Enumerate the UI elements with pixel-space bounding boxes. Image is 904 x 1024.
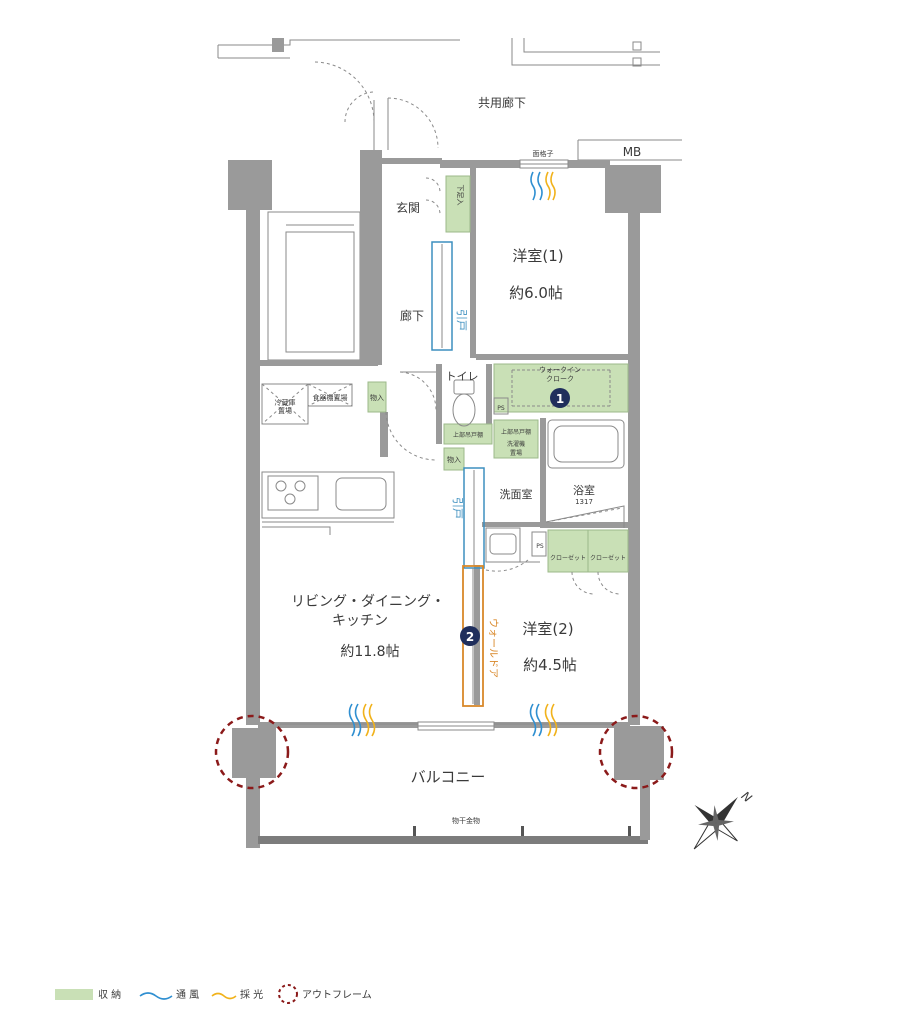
badge-one-text: 1 [556, 392, 564, 406]
balcony-label: バルコニー [411, 768, 486, 786]
ldk-size: 約11.8帖 [340, 644, 399, 660]
common-corridor-label: 共用廊下 [478, 95, 526, 110]
legend-ventilation-icon [139, 992, 173, 1000]
western-room-1-label: 洋室(1) [512, 247, 563, 265]
bottom-windows [280, 721, 612, 731]
kitchen-counter [261, 471, 395, 535]
western-room-2-size: 約4.5帖 [523, 656, 577, 674]
top-window [519, 159, 569, 169]
legend-daylight-label: 採 光 [240, 988, 263, 1001]
closet-1-label: クローゼット [550, 554, 586, 562]
sliding-door-1-label: 引戸 [455, 309, 469, 331]
walk-in-closet-label-2: クローク [546, 375, 574, 383]
storage-areas [367, 175, 629, 573]
ventilation-icon [530, 171, 543, 201]
dish-cabinet-label: 食器棚置場 [313, 393, 348, 402]
sliding-door-hallway [431, 241, 453, 351]
storage-2-label: 物入 [447, 455, 461, 464]
lattice-window-label: 面格子 [533, 149, 554, 158]
daylight-icon [545, 171, 556, 201]
compass-icon [693, 796, 738, 850]
toilet-label: トイレ [446, 370, 479, 383]
sliding-door-washroom [463, 467, 485, 569]
washer-label-1: 洗濯機 [507, 440, 525, 448]
entrance-label: 玄関 [396, 200, 420, 215]
outframe-circle-left [214, 714, 290, 790]
kitchen-cupboard [261, 383, 353, 425]
upper-cabinet-2-label: 上部吊戸棚 [501, 428, 531, 436]
walls [228, 150, 664, 848]
walk-in-closet-label-1: ウォークイン [539, 366, 581, 374]
ps-label-1: PS [497, 405, 505, 412]
ldk-label-2: キッチン [332, 613, 388, 629]
washbasin [485, 527, 540, 563]
legend-ventilation-label: 通 風 [176, 989, 199, 1001]
legend-storage-swatch [55, 989, 93, 1000]
bathroom-size: 1317 [575, 498, 593, 506]
fridge-label-2: 置場 [278, 406, 292, 415]
compass-north-label: N [739, 789, 755, 806]
badge-one [550, 388, 570, 408]
sliding-door-2-label: 引戸 [451, 497, 465, 519]
washer-label-2: 置場 [510, 449, 522, 457]
ps-label-2: PS [536, 543, 544, 550]
toilet-fixture [452, 379, 509, 427]
legend: 収 納 通 風 採 光 アウトフレーム [55, 984, 372, 1004]
legend-storage-label: 収 納 [98, 988, 121, 1001]
legend-outframe-label: アウトフレーム [302, 989, 372, 1001]
storage-1-label: 物入 [370, 393, 384, 402]
laundry-hanger-label: 物干金物 [452, 816, 480, 825]
closet-2-label: クローゼット [590, 554, 626, 562]
western-room-2-label: 洋室(2) [522, 620, 573, 638]
bathtub [547, 419, 625, 469]
daylight-icon [362, 703, 558, 737]
wall-door-label: ウォールドア [487, 618, 499, 678]
hallway-label: 廊下 [400, 308, 424, 323]
mb-label: MB [623, 145, 642, 159]
washroom-label: 洗面室 [500, 487, 533, 501]
ventilation-icon [348, 703, 543, 737]
entrance-door-swing [387, 97, 439, 149]
legend-daylight-icon [211, 992, 237, 1000]
corridor-door-swing [314, 61, 375, 123]
legend-outframe-icon [278, 984, 298, 1004]
laundry-hangers [413, 826, 631, 836]
interior-doors [385, 177, 625, 595]
badge-two-text: 2 [466, 630, 474, 644]
bathroom-label: 浴室 [573, 483, 595, 497]
shoe-storage-label: 下足入 [456, 185, 464, 206]
corridor-door-swing-2 [344, 91, 375, 123]
ldk-label-1: リビング・ダイニング・ [291, 594, 445, 610]
outframe-circle-right [598, 714, 674, 790]
western-room-1-size: 約6.0帖 [509, 284, 563, 302]
badge-two [460, 626, 480, 646]
neighbor-unit-outline [217, 38, 660, 67]
fridge-label-1: 冷蔵庫 [275, 398, 296, 407]
upper-cabinet-1-label: 上部吊戸棚 [453, 431, 483, 439]
